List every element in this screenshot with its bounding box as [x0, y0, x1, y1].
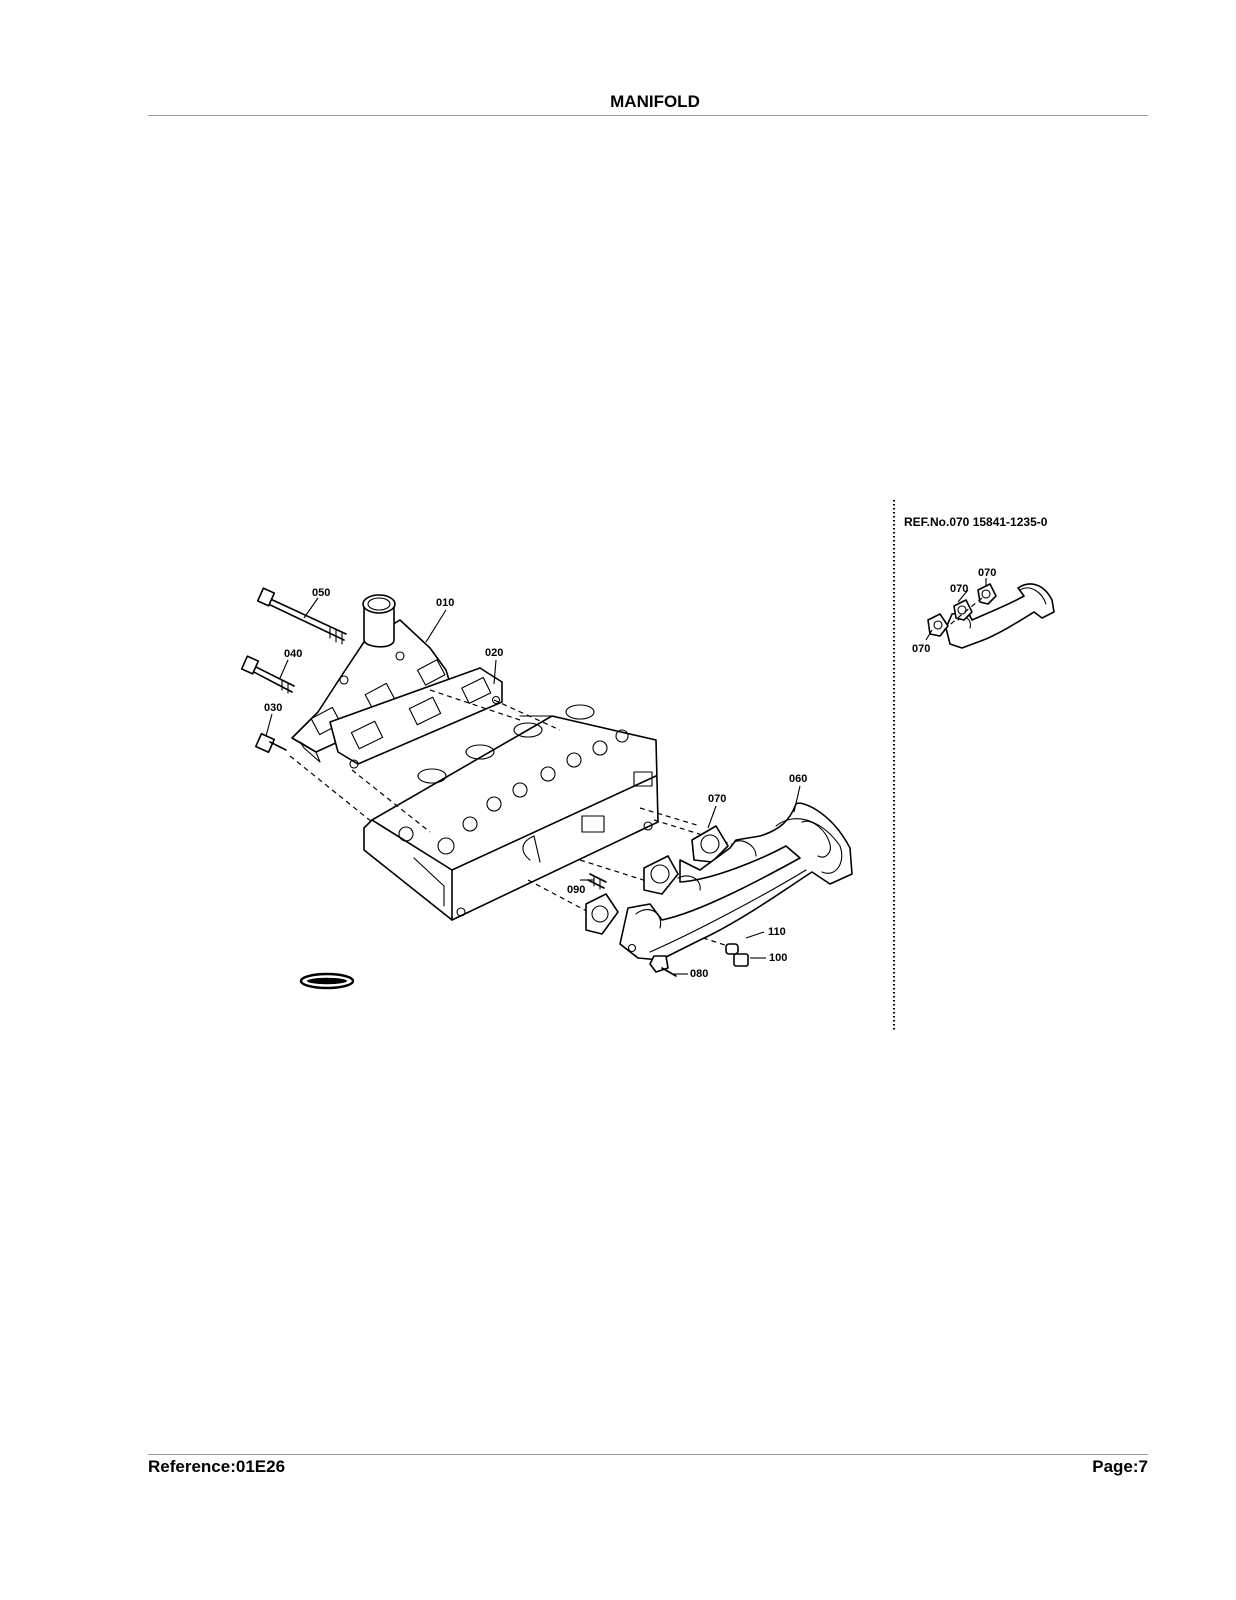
exhaust-manifold — [619, 802, 853, 961]
inset-ref-number: REF.No.070 15841-1235-0 — [904, 515, 1048, 529]
callout-100: 100 — [769, 952, 787, 964]
intake-gasket — [329, 667, 503, 769]
inset-exhaust-manifold — [927, 583, 1055, 649]
callout-010: 010 — [436, 597, 454, 609]
callout-leaders — [265, 597, 801, 975]
footer-page-number: Page:7 — [1092, 1457, 1148, 1476]
exhaust-gaskets — [585, 825, 729, 935]
cylinder-head — [363, 704, 659, 921]
callout-080: 080 — [690, 968, 708, 980]
inset-callout-070-middle: 070 — [950, 583, 968, 595]
callout-070: 070 — [708, 793, 726, 805]
callout-050: 050 — [312, 587, 330, 599]
callout-040: 040 — [284, 648, 302, 660]
fasteners — [240, 587, 749, 977]
header-rule — [148, 115, 1148, 116]
callout-060: 060 — [789, 773, 807, 785]
inset-leaders — [925, 578, 987, 641]
inset-callout-070-bottom: 070 — [912, 643, 930, 655]
intake-manifold — [291, 594, 453, 763]
callout-030: 030 — [264, 702, 282, 714]
inset-callout-070-top: 070 — [978, 567, 996, 579]
footer-reference: Reference:01E26 — [148, 1457, 286, 1476]
callout-110: 110 — [768, 926, 786, 938]
footer-rule — [148, 1454, 1148, 1455]
callout-020: 020 — [485, 647, 503, 659]
page-title: MANIFOLD — [610, 92, 700, 111]
diagram-stamp-badge — [299, 972, 355, 990]
callout-090: 090 — [567, 884, 585, 896]
